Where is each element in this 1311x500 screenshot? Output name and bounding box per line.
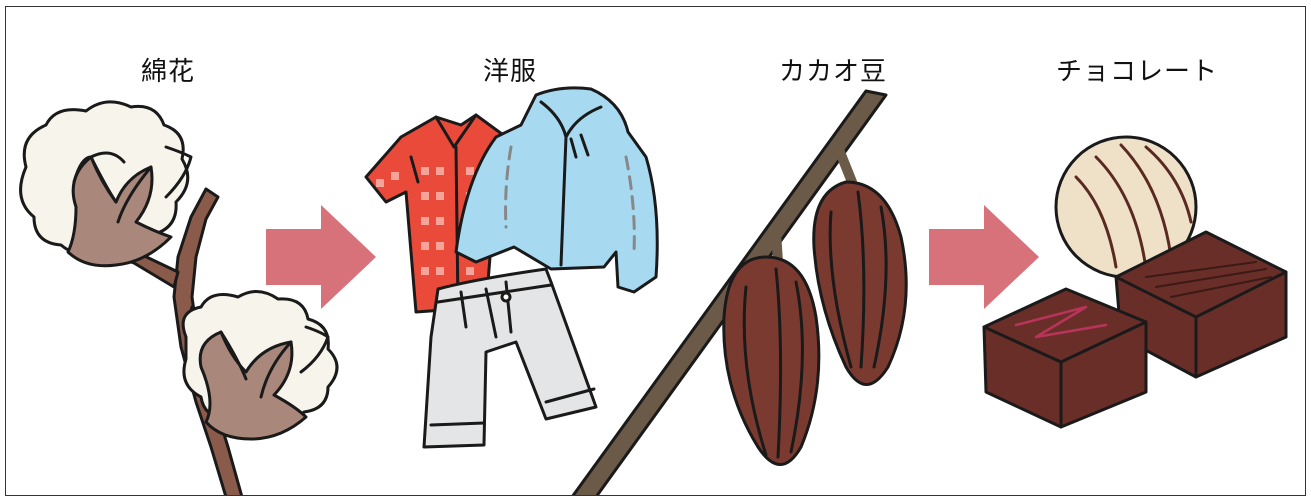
- arrow-right-icon: [266, 205, 376, 309]
- illustration-frame: 綿花 洋服 カカオ豆 チョコレート: [5, 6, 1306, 496]
- cotton-plant-icon: [19, 100, 339, 495]
- cacao-pod-icon: [571, 89, 908, 495]
- clothes-icon: [364, 86, 659, 449]
- illustration-canvas: [19, 86, 1288, 495]
- cotton-label: 綿花: [141, 57, 196, 87]
- chocolate-label: チョコレート: [1056, 57, 1219, 87]
- cacao-label: カカオ豆: [779, 57, 888, 87]
- clothes-label: 洋服: [483, 57, 538, 87]
- chocolate-icon: [982, 135, 1288, 429]
- arrow-right-icon: [929, 205, 1039, 309]
